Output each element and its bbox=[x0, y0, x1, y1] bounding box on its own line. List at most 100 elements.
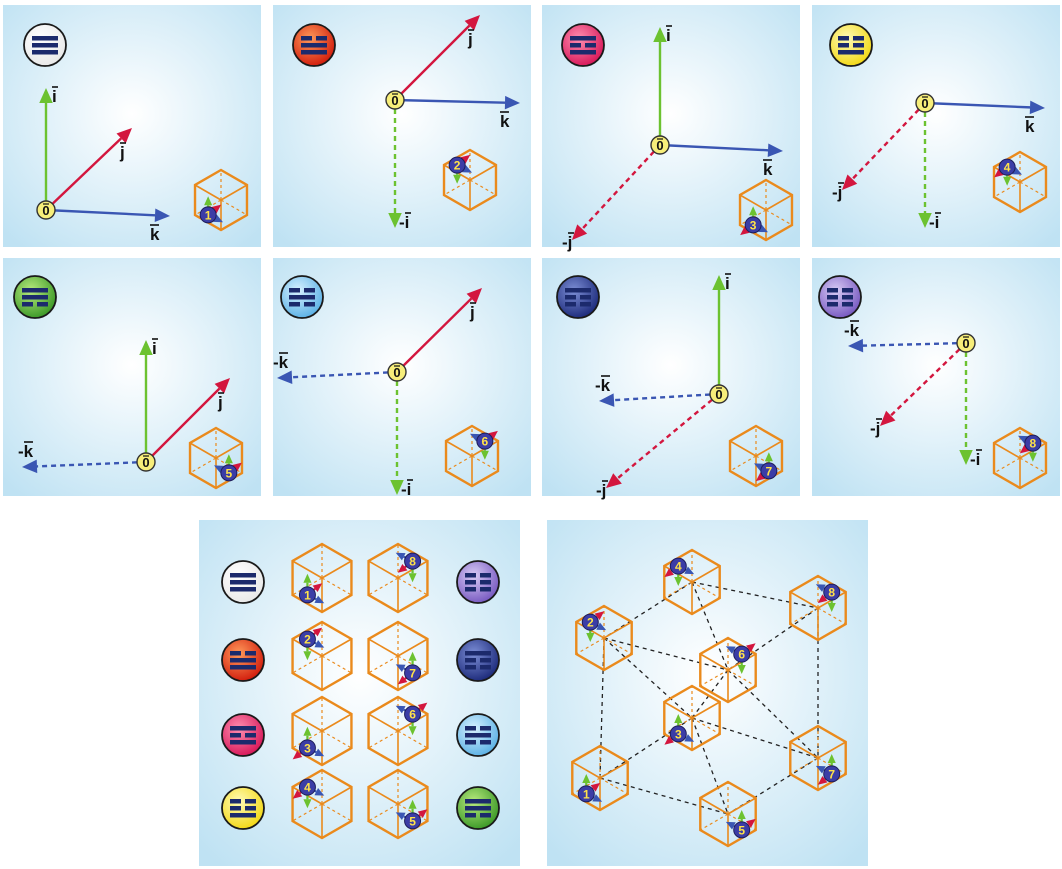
panel-3-cube-badge-number: 3 bbox=[750, 218, 757, 232]
panel-7-k-label-text: -k bbox=[595, 376, 611, 395]
summary-cube-2-badge bbox=[298, 630, 316, 648]
lattice-cube-7-mini-k-head bbox=[815, 765, 826, 774]
summary-cube-4-mini-i-head bbox=[303, 799, 312, 809]
panel-4-cube-dash-2 bbox=[1019, 181, 1047, 198]
panel-2-cube-badge-number: 2 bbox=[454, 159, 461, 173]
panel-5-cube-mini-i-head bbox=[224, 454, 233, 464]
panel-8-cube-mini-k-head bbox=[1017, 435, 1028, 444]
panel-6-origin-circle bbox=[387, 362, 407, 382]
panel-5-origin-circle bbox=[136, 452, 156, 472]
panel-4-origin-circle bbox=[915, 93, 935, 113]
panel-7-cube-mini-k-head bbox=[753, 463, 764, 472]
summary-cube-3-mini-i-head bbox=[303, 726, 312, 736]
summary-trigram-3-line-3 bbox=[230, 740, 256, 745]
summary-trigram-8-disc bbox=[456, 560, 500, 604]
panel-2-k-label-text: k bbox=[500, 112, 510, 131]
lattice-cube-7-badge bbox=[823, 765, 841, 783]
panels-layer bbox=[3, 5, 1060, 866]
panel-2-trigram bbox=[292, 23, 336, 67]
lattice-cube-6-edge-5 bbox=[699, 653, 729, 671]
panel-2-cube-edge-1 bbox=[469, 164, 497, 181]
summary-trigram-1-line-2 bbox=[230, 580, 256, 585]
summary-cube-3-edge-5 bbox=[292, 713, 323, 732]
panel-2-cube-mini-j-head bbox=[460, 154, 471, 164]
lattice-cube-3: 3 bbox=[663, 684, 721, 752]
panel-8-origin-circle bbox=[956, 333, 976, 353]
lattice-cube-3-dash-4 bbox=[663, 717, 693, 735]
panel-4-trigram-line-1-a bbox=[838, 36, 849, 41]
panel-2-j-arrow bbox=[394, 15, 480, 101]
panel-7-cube-mini-i-head bbox=[764, 452, 773, 462]
summary-cube-5-mini-j-head bbox=[417, 809, 428, 818]
panel-8-j-arrow bbox=[880, 342, 967, 426]
summary-cube-1: 1 bbox=[291, 542, 353, 614]
summary-cube-5-badge bbox=[404, 812, 422, 830]
panel-3-trigram-line-1 bbox=[570, 36, 596, 41]
panel-6-cube-dash-2 bbox=[471, 455, 499, 472]
panel-4-i-arrow bbox=[918, 103, 932, 228]
panel-1-k-label: k bbox=[150, 224, 160, 244]
panel-4-j-arrow bbox=[842, 102, 926, 190]
lattice-cube-2-mini-j-head bbox=[594, 611, 605, 620]
summary-trigram-6-line-3-b bbox=[480, 740, 491, 745]
panel-1-i-arrow-head bbox=[39, 88, 53, 103]
panel-6-k-label-text: -k bbox=[273, 353, 289, 372]
panel-4-cube-mini-i-head bbox=[1003, 176, 1012, 186]
panel-6-cube-edge-5 bbox=[445, 440, 473, 457]
lattice-cube-1: 1 bbox=[571, 744, 629, 812]
lattice-cube-5-mini-j-head bbox=[746, 818, 756, 828]
panel-5-trigram-line-3-b bbox=[37, 302, 48, 307]
panel-6-k-label: -k bbox=[273, 352, 289, 372]
summary-cube-2-mini-k-head bbox=[314, 639, 325, 648]
summary-cube-7-edge-5 bbox=[368, 638, 399, 657]
panel-6-cube-badge bbox=[476, 432, 494, 450]
panel-2-j-arrow-shaft bbox=[394, 24, 471, 101]
panel-6: -ij-k06 bbox=[273, 275, 500, 499]
lattice-cube-7-badge-number: 7 bbox=[828, 767, 835, 781]
summary-cube-1-badge-number: 1 bbox=[304, 588, 311, 602]
summary-cube-7: 7 bbox=[367, 620, 429, 692]
summary-trigram-1-line-3 bbox=[230, 587, 256, 592]
summary-trigram-8-line-2-b bbox=[480, 580, 491, 585]
lattice-cube-3-dash-2 bbox=[691, 717, 721, 735]
summary-trigram-4-line-2-a bbox=[230, 806, 241, 811]
panel-8-trigram-line-1-a bbox=[827, 288, 838, 293]
panel-4-k-label-text: k bbox=[1025, 117, 1035, 136]
panel-1-k-label-text: k bbox=[150, 225, 160, 244]
panel-7-j-label: -j bbox=[596, 480, 608, 500]
panel-4-cube: 4 bbox=[992, 150, 1048, 214]
panel-5-cube-edge-1 bbox=[215, 442, 243, 459]
lattice-edge-6-3 bbox=[691, 669, 729, 719]
lattice-cube-7-dash-4 bbox=[789, 757, 819, 775]
panel-7-i-arrow bbox=[712, 275, 726, 394]
lattice-cube-6-badge-number: 6 bbox=[738, 648, 745, 662]
lattice-cube-7-mini-i-head bbox=[827, 754, 836, 763]
panel-2-k-arrow-head bbox=[504, 95, 520, 110]
panel-8-trigram-line-2-b bbox=[842, 295, 853, 300]
panel-4-cube-edge-1 bbox=[1019, 166, 1047, 183]
panel-4-j-arrow-head bbox=[842, 174, 858, 190]
panel-6-origin: 0 bbox=[387, 362, 407, 382]
panel-1-origin: 0 bbox=[36, 200, 56, 220]
panel-1-k-arrow-shaft bbox=[45, 208, 156, 217]
summary-trigram-7-line-2-a bbox=[465, 658, 476, 663]
panel-4-cube-badge-number: 4 bbox=[1004, 161, 1011, 175]
panel-8-trigram bbox=[818, 275, 862, 319]
summary-cube-6-mini-i-head bbox=[408, 726, 417, 736]
panel-3-origin: 0 bbox=[650, 135, 670, 155]
panel-7-k-arrow-head bbox=[599, 393, 615, 407]
lattice-cube-5-mini-i-head bbox=[737, 810, 746, 819]
panel-1-origin-text: 0 bbox=[42, 203, 49, 218]
panel-8-j-label-text: -j bbox=[870, 419, 880, 438]
panel-2-k-arrow bbox=[394, 95, 520, 110]
summary-cube-8: 8 bbox=[367, 542, 429, 614]
panel-8: -i-j-k08 bbox=[818, 275, 1048, 490]
panel-4-k-arrow-head bbox=[1029, 100, 1045, 115]
summary-cube-1-mini-k-head bbox=[314, 595, 325, 604]
lattice-cube-2-badge-number: 2 bbox=[587, 616, 594, 630]
panel-3-trigram-line-2-b bbox=[585, 43, 596, 48]
summary-cube-5-edge-1 bbox=[397, 786, 428, 805]
